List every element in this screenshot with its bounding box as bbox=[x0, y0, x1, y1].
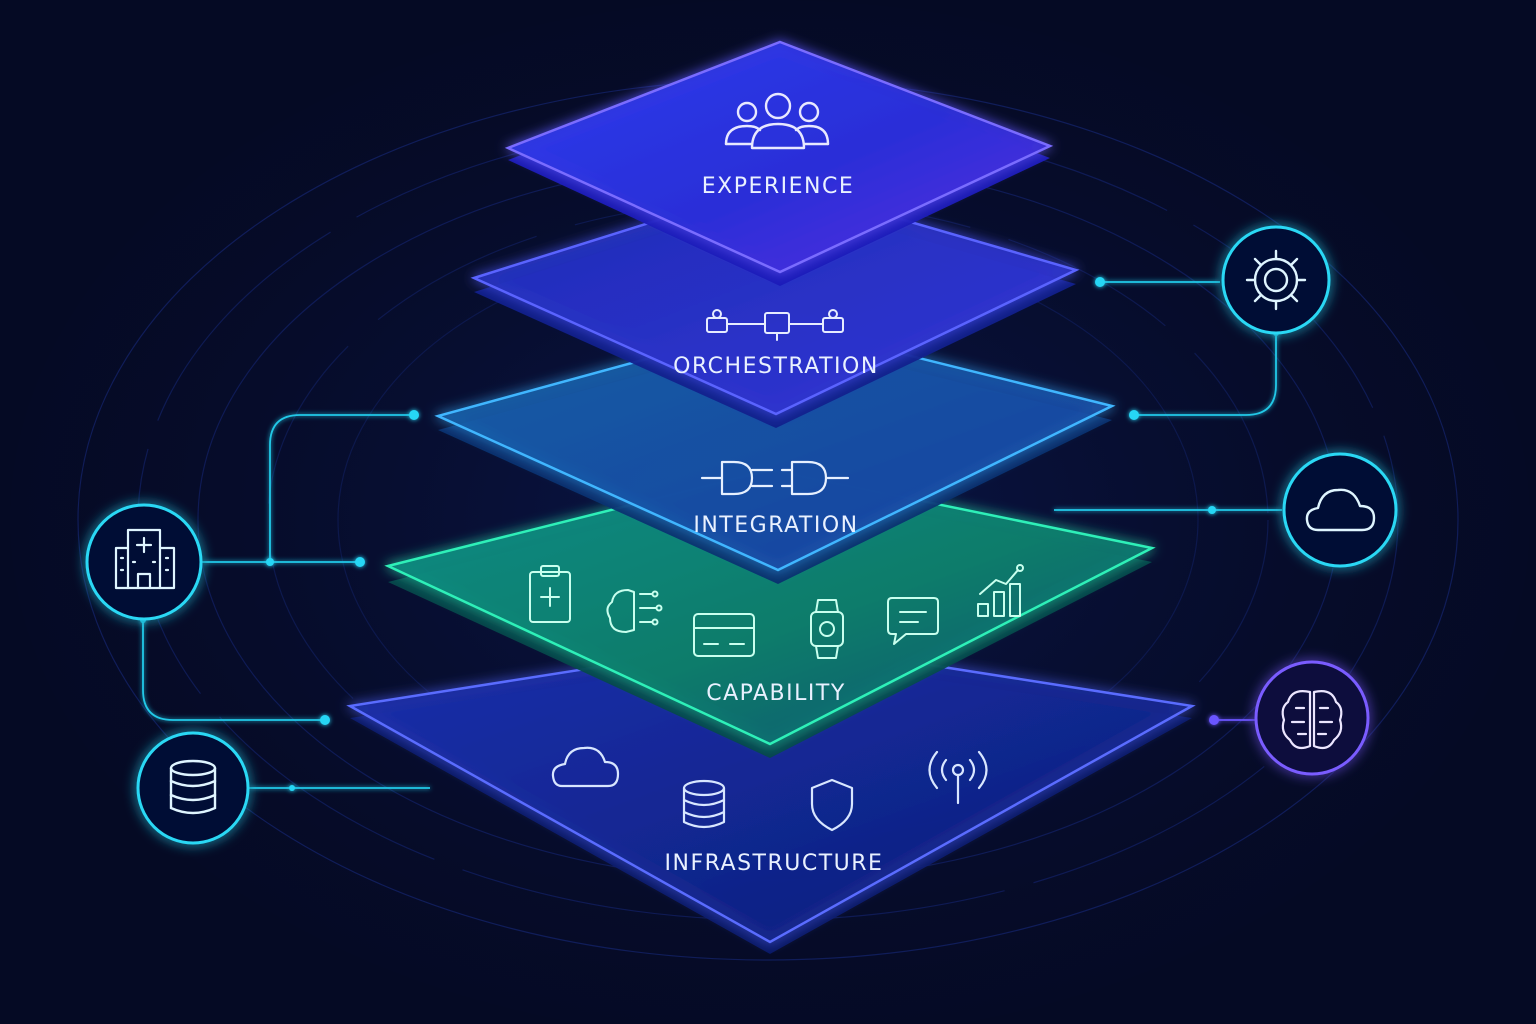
node-hospital[interactable] bbox=[85, 503, 203, 621]
database-icon bbox=[169, 759, 217, 815]
node-brain[interactable] bbox=[1254, 660, 1370, 776]
node-database[interactable] bbox=[136, 731, 250, 845]
layer-infrastructure[interactable]: INFRASTRUCTURE bbox=[346, 638, 1196, 954]
ai-brain-icon bbox=[606, 589, 663, 633]
layer-integration[interactable]: INTEGRATION bbox=[434, 321, 1116, 584]
database-icon bbox=[682, 779, 726, 829]
layer-label-integration: INTEGRATION bbox=[693, 513, 858, 538]
connector-dots bbox=[140, 277, 1279, 791]
connector-lines bbox=[142, 281, 1282, 789]
brain-icon bbox=[1281, 690, 1343, 750]
node-cloud[interactable] bbox=[1282, 452, 1398, 568]
plug-connector-icon bbox=[700, 460, 850, 496]
layer-experience[interactable]: EXPERIENCE bbox=[504, 40, 1054, 286]
growth-chart-icon bbox=[977, 564, 1024, 617]
cloud-icon bbox=[551, 746, 620, 788]
chat-bubble-icon bbox=[887, 597, 939, 645]
cloud-icon bbox=[1305, 488, 1376, 532]
credit-card-icon bbox=[693, 613, 755, 657]
node-gear[interactable] bbox=[1221, 225, 1331, 335]
layer-label-experience: EXPERIENCE bbox=[702, 174, 855, 199]
layer-label-infrastructure: INFRASTRUCTURE bbox=[665, 851, 884, 876]
clipboard-medical-icon bbox=[529, 565, 571, 623]
layer-label-orchestration: ORCHESTRATION bbox=[673, 354, 879, 379]
layer-label-capability: CAPABILITY bbox=[706, 681, 846, 706]
layer-capability[interactable]: CAPABILITY bbox=[384, 468, 1156, 758]
shield-icon bbox=[810, 778, 854, 832]
smartwatch-icon bbox=[810, 599, 844, 659]
users-group-icon bbox=[724, 92, 830, 150]
layer-orchestration[interactable]: ORCHESTRATION bbox=[470, 181, 1080, 428]
gear-icon bbox=[1245, 249, 1307, 311]
signal-tower-icon bbox=[928, 750, 988, 805]
hospital-icon bbox=[114, 528, 176, 590]
workflow-nodes-icon bbox=[706, 309, 844, 341]
